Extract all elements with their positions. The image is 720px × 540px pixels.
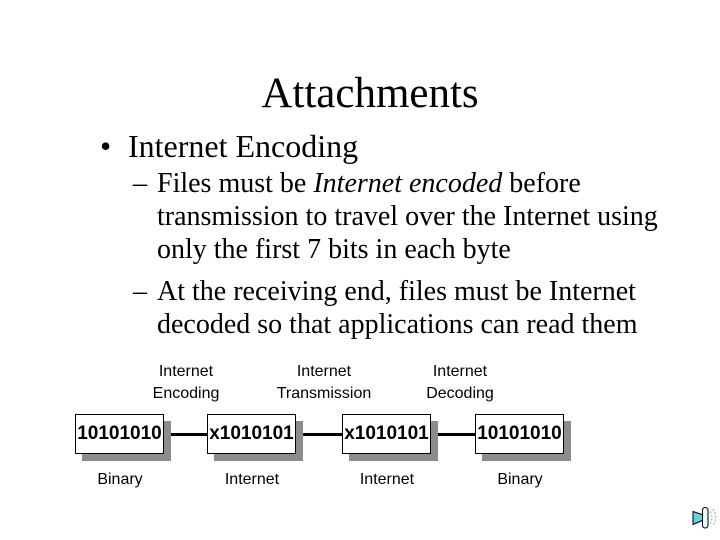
stage-label-line: Decoding bbox=[426, 385, 494, 402]
stage-label-line: Internet bbox=[158, 363, 214, 380]
binary-source-box: 10101010 bbox=[75, 414, 164, 454]
sub-bullet-encoding: – Files must be Internet encoded before … bbox=[133, 167, 693, 266]
speaker-icon[interactable] bbox=[691, 501, 718, 534]
dash-icon: – bbox=[133, 276, 147, 307]
encoded-box: x1010101 bbox=[207, 414, 296, 454]
text-line: Files must be Internet encoded before bbox=[157, 168, 581, 199]
stage-label-internet-decoding: Internet Decoding bbox=[390, 361, 530, 405]
dash-icon: – bbox=[133, 168, 147, 199]
box-caption-internet: Internet bbox=[359, 471, 415, 488]
stage-label-line: Encoding bbox=[152, 385, 220, 402]
stage-label-line: Internet bbox=[432, 363, 488, 380]
connector-line-encoding bbox=[163, 433, 209, 436]
stage-label-internet-transmission: Internet Transmission bbox=[254, 361, 394, 405]
sub-bullet-decoding: – At the receiving end, files must be In… bbox=[133, 275, 693, 341]
text-line: decoded so that applications can read th… bbox=[157, 309, 638, 340]
stage-label-line: Transmission bbox=[276, 385, 372, 402]
connector-line-transmission bbox=[295, 433, 344, 436]
box-caption-binary: Binary bbox=[497, 471, 543, 488]
box-caption-internet: Internet bbox=[224, 471, 280, 488]
received-encoded-box: x1010101 bbox=[342, 414, 431, 454]
italic-phrase: Internet encoded bbox=[313, 168, 503, 199]
text-line: transmission to travel over the Internet… bbox=[157, 201, 658, 232]
sub-bullet-text: At the receiving end, files must be Inte… bbox=[157, 275, 693, 341]
sub-bullet-list: – Files must be Internet encoded before … bbox=[133, 167, 693, 341]
connector-line-decoding bbox=[430, 433, 477, 436]
slide-title: Attachments bbox=[261, 70, 479, 117]
bullet-internet-encoding: • Internet Encoding bbox=[100, 130, 358, 162]
text-line: At the receiving end, files must be Inte… bbox=[157, 276, 636, 307]
stage-label-internet-encoding: Internet Encoding bbox=[116, 361, 256, 405]
bullet-dot-icon: • bbox=[100, 128, 112, 164]
sub-bullet-text: Files must be Internet encoded before tr… bbox=[157, 167, 693, 266]
bullet-label: Internet Encoding bbox=[128, 128, 359, 164]
text-line: only the first 7 bits in each byte bbox=[157, 234, 511, 265]
stage-label-line: Internet bbox=[296, 363, 352, 380]
binary-destination-box: 10101010 bbox=[475, 414, 564, 454]
box-caption-binary: Binary bbox=[97, 471, 143, 488]
